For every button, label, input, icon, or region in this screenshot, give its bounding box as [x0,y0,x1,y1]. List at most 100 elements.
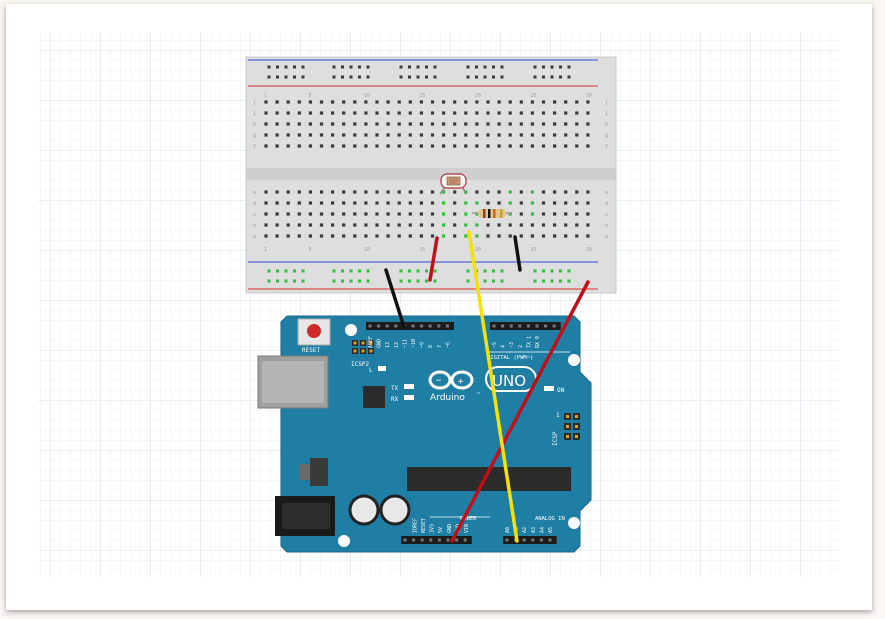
rail-hole [349,279,353,283]
column-number: 15 [419,247,425,253]
breadboard-hole [564,223,568,227]
analog-header-pin[interactable] [522,538,526,542]
analog-header-pin[interactable] [539,538,543,542]
digital-header-right-pin[interactable] [552,324,556,328]
power-header-pin[interactable] [455,538,459,542]
analog-header-pin[interactable] [531,538,535,542]
power-header-pin[interactable] [403,538,407,542]
icsp2-header [352,340,374,354]
breadboard-hole [319,111,324,115]
rx-led-label: RX [391,396,399,403]
resistor[interactable] [472,209,512,218]
breadboard-hole [541,100,546,104]
power-header-pin[interactable] [429,538,433,542]
breadboard-hole [464,212,468,216]
power-pin-header[interactable] [401,536,472,544]
digital-header-left-pin[interactable] [385,324,389,328]
tx-led-label: TX [391,385,399,392]
breadboard-hole [553,234,557,238]
breadboard-hole [319,201,324,205]
black-jumper-resistor-to-gnd-rail[interactable] [513,235,522,272]
breadboard-hole [475,100,479,104]
breadboard-holes [264,65,590,283]
digital-header-right-pin[interactable] [492,324,496,328]
power-header-pin[interactable] [437,538,441,542]
breadboard-hole [575,100,579,104]
yellow-jumper-photoresistor-to-a0[interactable] [467,230,519,543]
power-header-pin[interactable] [420,538,424,542]
digital-header-right-pin[interactable] [526,324,530,328]
analog-header-pin[interactable] [548,538,552,542]
red-jumper-power-rail-to-5v[interactable] [450,280,590,543]
breadboard-hole [297,190,301,194]
rail-hole [284,75,288,79]
digital-header-right-pin[interactable] [501,324,505,328]
photoresistor[interactable] [439,173,467,195]
breadboard-hole [453,111,457,115]
breadboard-hole [553,111,557,115]
breadboard-hole [530,234,534,238]
digital-header-left-pin[interactable] [411,324,415,328]
digital-header-left-pin[interactable] [445,324,449,328]
breadboard-hole [530,201,534,205]
digital-header-left-pin[interactable] [377,324,381,328]
breadboard-hole [408,234,412,238]
rail-hole [483,279,487,283]
breadboard-hole [408,190,412,194]
rail-hole [399,279,403,283]
rail-hole [366,269,370,273]
breadboard-hole [342,111,346,115]
rail-hole [425,75,428,79]
breadboard-hole [453,122,457,126]
red-jumper-5v-column[interactable] [428,236,439,282]
icsp2-pin-contact [369,349,373,353]
breadboard-hole [297,223,301,227]
reset-button[interactable] [307,324,321,338]
power-header-pin[interactable] [463,538,467,542]
column-number: 25 [530,247,536,253]
power-header-pin[interactable] [446,538,450,542]
breadboard-hole [442,100,446,104]
breadboard-hole [442,223,446,227]
digital-header-right-pin[interactable] [509,324,513,328]
black-jumper-gnd-rail-to-arduino-gnd[interactable] [384,268,406,329]
breadboard-hole [564,190,568,194]
analog-header-pin[interactable] [505,538,509,542]
rail-hole [433,65,437,69]
rail-hole [267,279,271,283]
breadboard-hole [408,122,412,126]
analog-pin-header[interactable] [503,536,557,544]
digital-header-left-pin[interactable] [368,324,372,328]
digital-header-left-pin[interactable] [437,324,441,328]
arduino-uno-board[interactable]: RESET ICSP2 L TX RX ON − + Arduino ™ UNO [257,315,592,553]
rail-hole [550,279,554,283]
power-pin-label: VIN [464,524,470,533]
breadboard-hole [442,133,446,137]
rail-hole [366,75,370,79]
digital-header-left-pin[interactable] [428,324,432,328]
digital-header-right-pin[interactable] [518,324,522,328]
rx-led [404,395,414,400]
breadboard-hole [264,212,268,216]
digital-header-left-pin[interactable] [420,324,424,328]
breadboard-hole [519,100,523,104]
breadboard-hole [286,111,290,115]
digital-header-left-pin[interactable] [394,324,398,328]
rail-hole [341,65,344,69]
breadboard-hole [442,201,446,205]
digital-pin-label: GND [377,339,383,348]
digital-header-right-pin[interactable] [544,324,548,328]
rail-hole [559,269,562,273]
breadboard-hole [553,223,557,227]
breadboard-hole [397,190,401,194]
breadboard-hole [575,201,579,205]
breadboard-hole [508,190,512,194]
breadboard-hole [586,111,590,115]
power-header-pin[interactable] [412,538,416,542]
breadboard-hole [353,223,357,227]
breadboard-hole [442,212,446,216]
breadboard-hole [386,100,390,104]
breadboard-hole [375,234,379,238]
digital-header-right-pin[interactable] [535,324,539,328]
